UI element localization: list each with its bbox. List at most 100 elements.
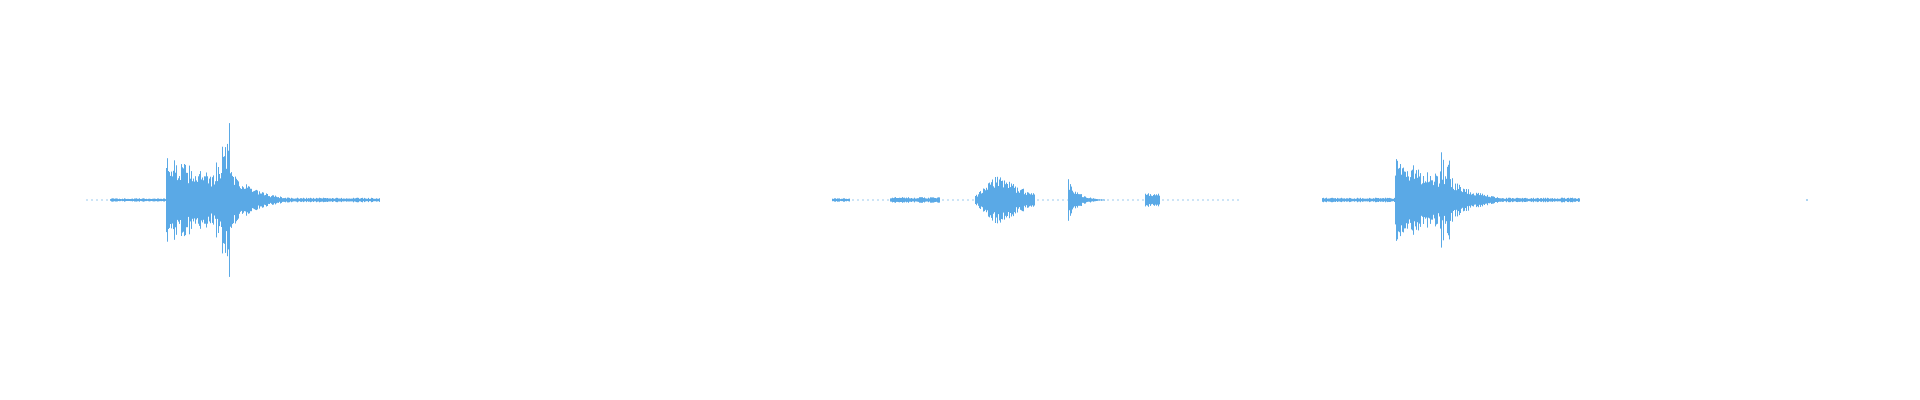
waveform-bar <box>273 195 274 205</box>
waveform-bar <box>1556 198 1557 202</box>
waveform-bar <box>1329 198 1330 202</box>
waveform-bar <box>126 199 127 201</box>
waveform-bar <box>1443 159 1444 241</box>
waveform-bar <box>1499 198 1500 202</box>
waveform-bar <box>986 187 987 213</box>
waveform-bar <box>1432 180 1433 220</box>
waveform-bar <box>1526 198 1527 202</box>
waveform-bar <box>1542 198 1543 202</box>
waveform-bar <box>157 198 158 202</box>
waveform-bar <box>156 199 157 202</box>
waveform-bar <box>324 198 325 202</box>
waveform-bar <box>1375 197 1376 203</box>
waveform-bar <box>1355 198 1356 202</box>
waveform-bar <box>264 195 265 205</box>
waveform-bar <box>297 197 298 203</box>
waveform-bar <box>933 197 934 203</box>
waveform-bar <box>1353 198 1354 202</box>
waveform-bar <box>996 182 997 218</box>
waveform-bar <box>1336 198 1337 202</box>
waveform-bar <box>1509 197 1510 203</box>
waveform-bar <box>1089 198 1090 202</box>
waveform-bar <box>133 199 134 201</box>
waveform-bar <box>1334 198 1335 202</box>
waveform-bar <box>1078 194 1079 206</box>
waveform-bar <box>844 198 845 202</box>
waveform-bar <box>934 197 935 203</box>
waveform-bar <box>922 197 923 203</box>
waveform-bar <box>1092 198 1093 202</box>
waveform-bar <box>1403 167 1404 233</box>
waveform-bar <box>1071 186 1072 214</box>
waveform-bar <box>1530 198 1531 202</box>
waveform-bar <box>1081 194 1082 206</box>
waveform-bar <box>1541 198 1542 202</box>
waveform-bar <box>1395 175 1396 225</box>
waveform-bar <box>988 183 989 217</box>
waveform-bar <box>257 190 258 210</box>
waveform-bar <box>1023 188 1024 212</box>
waveform-bar <box>1356 198 1357 202</box>
waveform-bar <box>1531 198 1532 202</box>
waveform-bar <box>1376 197 1377 203</box>
waveform-bar <box>1412 169 1413 231</box>
waveform-bar <box>992 179 993 221</box>
waveform-bar <box>236 178 237 222</box>
waveform-bar <box>1457 183 1458 217</box>
waveform-bar <box>981 193 982 207</box>
waveform-bar <box>1393 198 1394 202</box>
waveform-bar <box>1418 169 1419 231</box>
waveform-bar <box>1569 198 1570 202</box>
waveform-bar <box>219 174 220 227</box>
waveform-bar <box>1540 198 1541 202</box>
waveform-bar <box>911 198 912 202</box>
waveform-bar <box>194 181 195 219</box>
waveform-bar <box>1407 171 1408 229</box>
waveform-bar <box>262 192 263 208</box>
waveform-bar <box>1402 168 1403 232</box>
waveform-bar <box>1327 198 1328 202</box>
waveform-bar <box>316 197 317 203</box>
waveform-bar <box>1070 184 1071 216</box>
waveform-bar <box>238 181 239 219</box>
waveform-bar <box>1387 197 1388 203</box>
waveform-bar <box>337 197 338 203</box>
waveform-bar <box>161 198 162 202</box>
waveform-bar <box>327 198 328 202</box>
waveform-bar <box>1413 165 1414 235</box>
waveform-bar <box>174 160 175 240</box>
waveform-bar <box>1006 182 1007 218</box>
waveform-bar <box>150 198 151 202</box>
waveform-bar <box>895 197 896 203</box>
waveform-bar <box>999 179 1000 221</box>
waveform-bar <box>181 164 182 236</box>
waveform-bar <box>228 150 229 250</box>
waveform-bar <box>833 198 834 202</box>
waveform-bar <box>211 186 212 214</box>
waveform-bar <box>154 198 155 202</box>
waveform-bar <box>288 197 289 203</box>
waveform-bar <box>123 199 124 201</box>
waveform-bar <box>285 197 286 203</box>
waveform-bar <box>111 198 112 202</box>
waveform-bar <box>152 198 153 202</box>
waveform-bar <box>1365 198 1366 202</box>
waveform-bar <box>1465 191 1466 208</box>
waveform-bar <box>159 198 160 202</box>
waveform-bar <box>1074 193 1075 207</box>
waveform-bar <box>1494 196 1495 204</box>
waveform-bar <box>1400 164 1401 237</box>
waveform-bar <box>1507 198 1508 202</box>
waveform-bar <box>124 198 125 202</box>
waveform-bar <box>1532 198 1533 202</box>
waveform-bar <box>1079 194 1080 206</box>
waveform-bar <box>247 187 248 213</box>
waveform-bar <box>227 143 228 257</box>
waveform-bar <box>1388 198 1389 202</box>
waveform-bar <box>140 199 141 201</box>
waveform-bar <box>274 196 275 204</box>
waveform-bar <box>1030 194 1031 206</box>
waveform-bar <box>1152 196 1153 204</box>
waveform-bar <box>1386 198 1387 202</box>
waveform-bar <box>979 192 980 209</box>
